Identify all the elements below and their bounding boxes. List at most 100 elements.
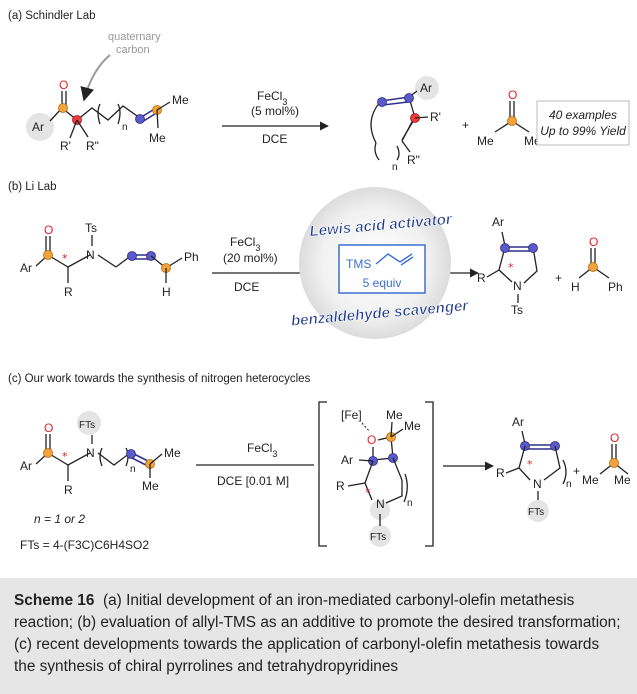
- benzaldehyde-oxygen: O: [589, 235, 598, 249]
- ring-carbon-bp1: [500, 243, 510, 253]
- int-star: *: [365, 486, 371, 499]
- ring-carbon-bp2: [528, 243, 538, 253]
- ar-label-product: Ar: [420, 81, 432, 95]
- reagent-a: FeCl3: [257, 89, 287, 107]
- tms-box: [338, 244, 426, 294]
- acetone-me-1: Me: [477, 134, 494, 148]
- int-me-1: Me: [386, 408, 403, 422]
- examples-box: 40 examples Up to 99% Yield: [536, 100, 630, 146]
- me-label-2: Me: [149, 131, 166, 145]
- product-n-label: n: [392, 162, 398, 173]
- oxygen-b: O: [44, 223, 53, 237]
- solvent-a: DCE: [262, 132, 287, 146]
- fe-label: [Fe]: [341, 408, 362, 422]
- acetone-byproduct: O Me Me: [477, 88, 541, 148]
- fts-label-c: FTs: [79, 420, 95, 431]
- tms-label: TMS: [346, 257, 371, 271]
- olefin-carbon-atom-1: [135, 114, 145, 124]
- fts-definition: FTs = 4-(F3C)C6H4SO2: [20, 538, 149, 552]
- r-label-c: R: [64, 483, 73, 497]
- plus-c: +: [573, 464, 580, 478]
- int-n: N: [376, 497, 385, 511]
- oxygen-label: O: [59, 78, 68, 92]
- r-label-cp: R: [496, 466, 505, 480]
- equiv-label: 5 equiv: [363, 276, 402, 290]
- product-star-b: *: [508, 261, 514, 274]
- section-b-label: (b) Li Lab: [8, 181, 57, 193]
- n-label-bp: N: [513, 279, 522, 293]
- olefin-carbon-c1: [126, 449, 136, 459]
- int-ar: Ar: [341, 453, 353, 467]
- section-c-label: (c) Our work towards the synthesis of ni…: [8, 373, 311, 385]
- ts-label-b: Ts: [85, 221, 97, 235]
- benzaldehyde-ph: Ph: [608, 280, 623, 294]
- scheme-caption: Scheme 16 (a) Initial development of an …: [0, 578, 637, 694]
- annot-line-1: quaternary: [108, 31, 161, 43]
- loading-b: (20 mol%): [223, 251, 278, 265]
- section-c-reactant: Ar O * R N FTs n Me Me n = 1 or 2 FTs = …: [20, 411, 181, 552]
- ring-carbon-atom-1: [377, 97, 387, 107]
- intermediate-oxygen: O: [367, 433, 376, 447]
- plus-a: +: [462, 118, 469, 132]
- r-label-b: R: [64, 285, 73, 299]
- caption-text: (a) Initial development of an iron-media…: [14, 592, 621, 675]
- product-r-double-prime: R": [407, 153, 420, 167]
- ph-label-b: Ph: [184, 250, 199, 264]
- ring-carbon-atom-2: [404, 93, 414, 103]
- int-fts: FTs: [370, 532, 386, 543]
- acetone-c-me2: Me: [614, 473, 631, 487]
- fts-label-cp: FTs: [528, 507, 544, 518]
- oxygen-c: O: [44, 421, 53, 435]
- acetone-c-oxygen: O: [610, 431, 619, 445]
- carbonyl-carbon-atom: [58, 103, 68, 113]
- int-n-sub: n: [407, 498, 413, 509]
- n-sub-c: n: [130, 464, 136, 475]
- n-note: n = 1 or 2: [34, 512, 85, 526]
- acetone-c-carbon: [609, 458, 619, 468]
- int-r: R: [336, 479, 345, 493]
- n-label-c: N: [86, 446, 95, 460]
- ar-label: Ar: [32, 120, 44, 134]
- int-n-sphere: [370, 500, 390, 520]
- examples-count: 40 examples: [549, 108, 617, 122]
- section-a-arrow: FeCl3 (5 mol%) DCE: [222, 89, 329, 146]
- allyl-tms-additive: TMS 5 equiv Lewis acid activator benzald…: [290, 187, 470, 339]
- intermediate-bracket: [Fe] O Me Me Ar * R N n FTs: [318, 401, 434, 547]
- plus-b: +: [555, 271, 562, 285]
- r-double-prime-label: R": [86, 139, 99, 153]
- stereocenter-star: *: [62, 252, 68, 265]
- fts-sphere-c: [77, 411, 101, 435]
- n-label-b: N: [86, 248, 95, 262]
- ts-label-bp: Ts: [511, 303, 523, 317]
- carbonyl-carbon-b: [43, 250, 53, 260]
- n-label-cp: N: [533, 477, 542, 491]
- caption-title: Scheme 16: [14, 592, 95, 609]
- solvent-c: DCE [0.01 M]: [217, 474, 289, 488]
- section-b-product: Ar * R N Ts +: [477, 215, 562, 317]
- ar-label-bp: Ar: [492, 215, 504, 229]
- me-c2: Me: [142, 479, 159, 493]
- reaction-scheme: (a) Schindler Lab Ar O R' R" n Me Me qua…: [8, 10, 631, 552]
- olefin-carbon-b1: [127, 251, 137, 261]
- product-star-c: *: [527, 458, 533, 471]
- annot-line-2: carbon: [116, 44, 150, 56]
- stereocenter-star-c: *: [62, 450, 68, 463]
- benzaldehyde-byproduct: O H Ph: [571, 235, 623, 294]
- section-c-arrow: FeCl3 DCE [0.01 M]: [196, 441, 314, 488]
- me-c1: Me: [164, 446, 181, 460]
- section-a-product: Ar R' R" n +: [370, 76, 469, 173]
- me-label-1: Me: [172, 93, 189, 107]
- fts-sphere-cp: [527, 500, 549, 522]
- solvent-b: DCE: [234, 280, 259, 294]
- reagent-b: FeCl3: [230, 235, 260, 253]
- ar-sphere-product: [415, 76, 439, 100]
- benzaldehyde-carbon: [588, 262, 598, 272]
- loading-a: (5 mol%): [251, 104, 299, 118]
- n-label: n: [122, 122, 128, 133]
- h-label-b: H: [162, 285, 171, 299]
- acetone-oxygen: O: [508, 88, 517, 102]
- acetone-byproduct-c: O Me Me: [582, 431, 631, 487]
- quaternary-carbon-annotation: quaternary carbon: [80, 31, 161, 102]
- ar-label-c: Ar: [20, 459, 32, 473]
- int-me-2: Me: [404, 419, 421, 433]
